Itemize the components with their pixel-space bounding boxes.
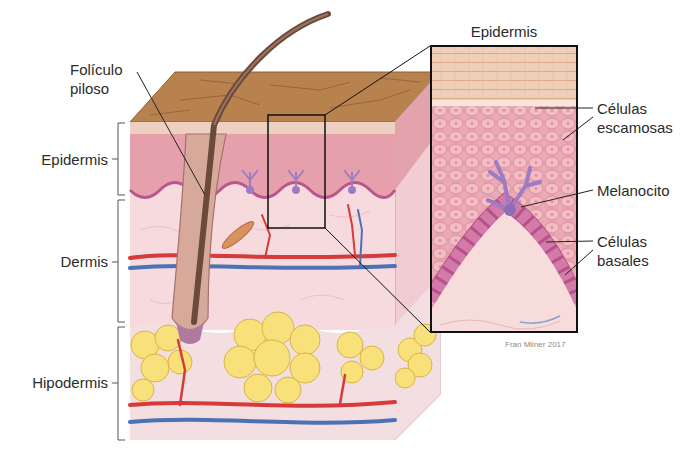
illustration-part: [155, 325, 181, 351]
arrector-muscle: [219, 218, 256, 251]
illustration-part: [348, 205, 355, 255]
basal-layer: [130, 183, 395, 198]
surface-cracks: [150, 78, 420, 115]
illustration-part: [563, 117, 593, 140]
hair-shaft: [194, 14, 328, 322]
illustration-part: [132, 379, 154, 401]
illustration-part: [337, 332, 363, 358]
hair-bulb: [176, 322, 204, 344]
illustration-part: [358, 210, 362, 266]
illustration-part: [546, 241, 593, 242]
illustration-part: [141, 354, 169, 382]
hair-shine: [214, 14, 328, 125]
illustration-part: [290, 325, 320, 355]
illustration-part: [440, 320, 560, 329]
illustration-part: [521, 190, 593, 207]
illustration-part: [130, 266, 395, 268]
illustration-part: [270, 82, 350, 90]
illustration-part: [178, 340, 185, 405]
illustration-part: [262, 215, 270, 258]
illustration-part: [535, 108, 593, 109]
fat-lobules: [131, 312, 384, 403]
illustration-part: [565, 250, 593, 275]
layer-label: Epidermis: [4, 150, 108, 169]
illustration-part: [520, 316, 560, 323]
illustration-part: [526, 182, 540, 186]
blood-vessels: [130, 205, 395, 423]
illustration-part: [431, 46, 577, 332]
illustration-part: [150, 110, 190, 115]
illustration-part: [112, 123, 125, 195]
melanocytes: [242, 170, 360, 193]
illustration-part: [504, 204, 516, 216]
illustration-part: [180, 95, 260, 105]
illustration-part: [490, 172, 504, 182]
leader-lines: [137, 72, 593, 275]
illustration-part: [244, 374, 272, 402]
illustration-part: [140, 226, 180, 232]
illustration-part: [349, 187, 355, 193]
illustration-part: [360, 346, 384, 370]
illustration-part: [130, 420, 395, 423]
zoom-box: [268, 115, 325, 228]
illustration-part: [224, 346, 256, 378]
illustration-part: [112, 327, 125, 440]
zoom-line: [325, 46, 430, 115]
layer-label: Hipodermis: [4, 373, 108, 392]
side-fat: [395, 324, 436, 388]
illustration-part: [431, 100, 577, 106]
panel-heading: Epidermis: [432, 22, 576, 41]
illustration-part: [262, 312, 294, 344]
illustration-part: [431, 46, 577, 100]
illustration-part: [395, 368, 415, 388]
illustration-part: [130, 402, 395, 406]
inset-illustration: [431, 46, 577, 332]
part-label: Células basales: [597, 232, 693, 270]
illustration-part: [510, 168, 530, 210]
illustration-part: [380, 78, 420, 82]
illustration-part: [112, 200, 125, 322]
illustration-part: [247, 187, 253, 193]
credit: Fran Milner 2017: [505, 340, 595, 350]
zoom-line: [325, 228, 430, 332]
illustration-part: [300, 295, 345, 300]
illustration-part: [488, 162, 540, 210]
illustration-part: [293, 187, 299, 193]
layer-label: Dermis: [4, 252, 108, 271]
illustration-part: [340, 375, 345, 404]
layer-brackets: [112, 123, 125, 440]
dermis-layer: [130, 183, 395, 331]
illustration-part: [254, 340, 290, 376]
illustration-part: [275, 377, 301, 403]
illustration-part: [431, 212, 577, 332]
illustration-part: [330, 90, 410, 108]
part-label: Células escamosas: [597, 99, 693, 137]
part-label: Melanocito: [597, 181, 697, 200]
part-label: Folículo piloso: [70, 60, 138, 98]
illustration-part: [137, 72, 205, 195]
inset-panel: Epidermis: [430, 45, 578, 333]
